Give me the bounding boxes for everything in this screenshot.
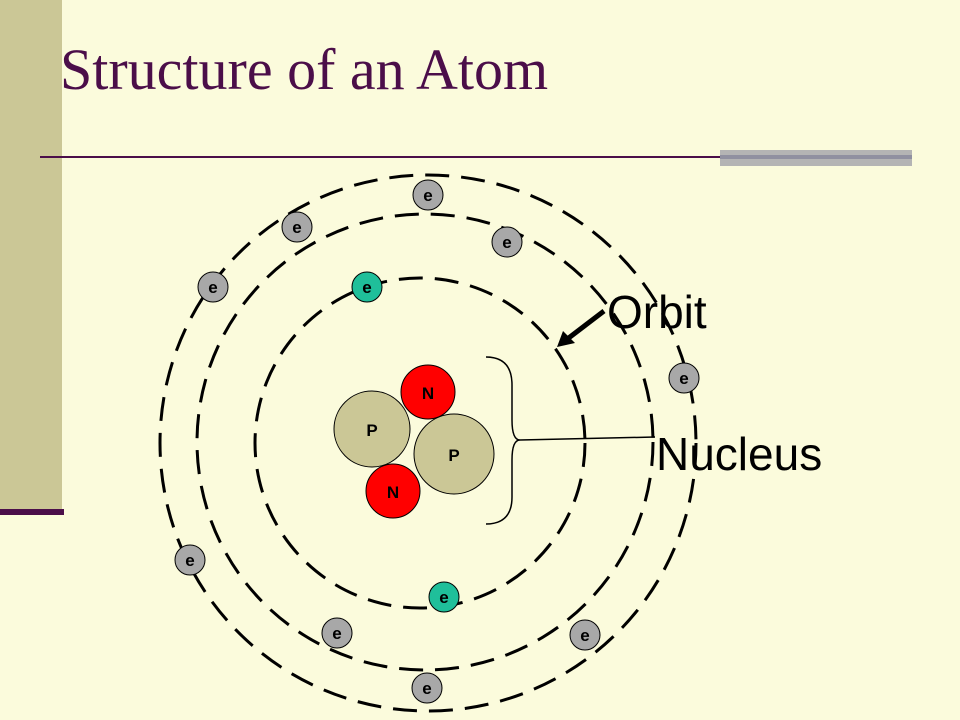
- electron: e: [569, 619, 601, 651]
- electron: e: [197, 271, 229, 303]
- orbit-label: Orbit: [607, 286, 707, 338]
- orbit-ring-middle: [195, 212, 655, 672]
- nucleus: P P N N: [333, 364, 495, 519]
- electron: e: [174, 544, 206, 576]
- electron-label: e: [208, 278, 217, 297]
- electron-label: e: [580, 626, 589, 645]
- title-underline: [40, 156, 912, 158]
- electron: e: [412, 179, 444, 211]
- proton-label: P: [448, 446, 459, 465]
- proton: P: [333, 390, 411, 468]
- electron-label: e: [422, 679, 431, 698]
- electron-label: e: [292, 218, 301, 237]
- neutron: N: [365, 463, 421, 519]
- slide-title: Structure of an Atom: [60, 37, 549, 102]
- side-accent-cap: [0, 509, 64, 515]
- electron: e: [281, 211, 313, 243]
- title-underline-accent: [720, 150, 912, 166]
- electron: e: [491, 226, 523, 258]
- electron-label: e: [362, 278, 371, 297]
- orbit-ring-inner: [253, 276, 587, 610]
- electron: e: [321, 617, 353, 649]
- electron-label: e: [185, 551, 194, 570]
- electron-label: e: [332, 624, 341, 643]
- proton: P: [413, 413, 495, 495]
- electron-inner-shell: e: [351, 271, 383, 303]
- electron: e: [668, 362, 700, 394]
- proton-label: P: [366, 421, 377, 440]
- side-accent-bar: [0, 0, 62, 512]
- orbit-ring-outer: [158, 173, 698, 713]
- orbit-arrow-line: [564, 309, 606, 342]
- electron: e: [411, 672, 443, 704]
- electron-inner-shell: e: [428, 581, 460, 613]
- electron-label: e: [439, 588, 448, 607]
- neutron: N: [400, 364, 456, 420]
- orbit-arrow-head: [557, 331, 575, 347]
- neutron-label: N: [422, 384, 434, 403]
- electron-label: e: [423, 186, 432, 205]
- nucleus-label: Nucleus: [656, 428, 822, 480]
- nucleus-pointer-line: [519, 436, 656, 441]
- electron-label: e: [502, 233, 511, 252]
- neutron-label: N: [387, 483, 399, 502]
- electron-label: e: [679, 369, 688, 388]
